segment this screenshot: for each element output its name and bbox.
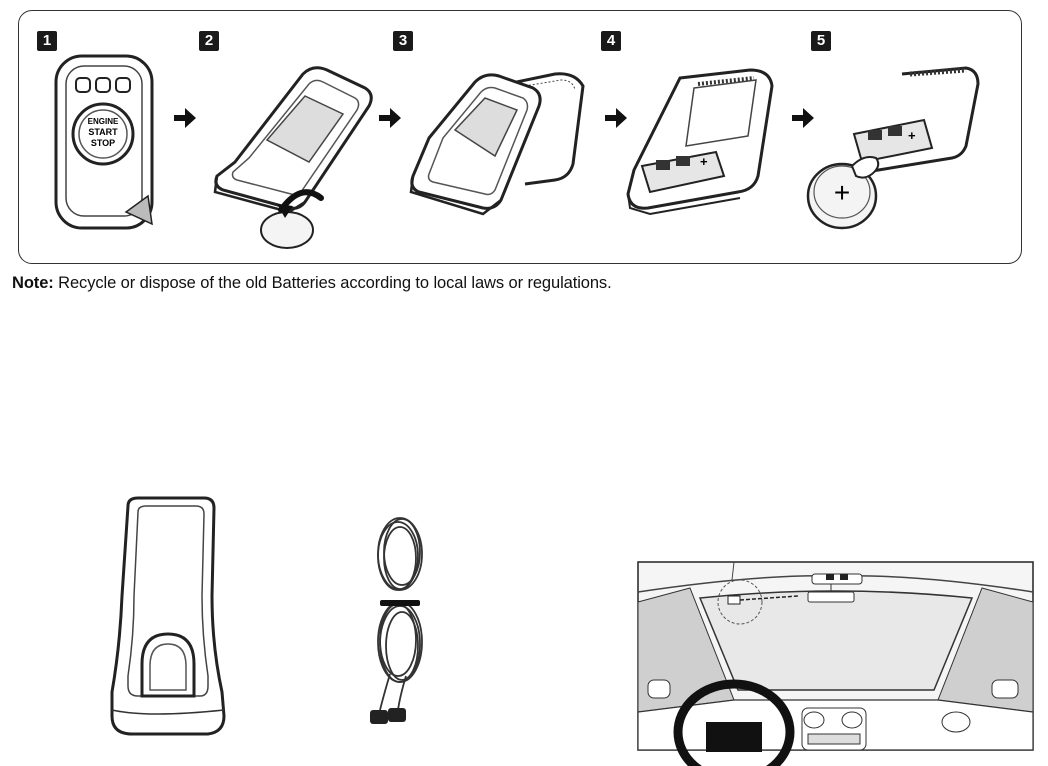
arrow-right-icon <box>172 106 198 130</box>
battery-plus-symbol-coin: + <box>834 177 850 208</box>
battery-plus-symbol: + <box>700 154 708 169</box>
remote-front-illustration: ENGINE START STOP <box>52 54 162 232</box>
remote-cover-removed-illustration <box>405 68 590 218</box>
step-number-1: 1 <box>37 31 57 51</box>
remote-button-stop-text: STOP <box>91 138 115 148</box>
remote-opening-illustration <box>205 62 380 252</box>
windshield-install-illustration <box>638 562 1034 752</box>
arrow-right-icon <box>377 106 403 130</box>
step-number-4: 4 <box>601 31 621 51</box>
step-number-2: 2 <box>199 31 219 51</box>
mount-bracket-illustration <box>108 496 228 756</box>
note-label: Note: <box>12 274 54 292</box>
battery-removed-illustration: + + <box>806 62 986 234</box>
remote-button-start-text: START <box>88 127 118 137</box>
battery-plus-symbol-tray: + <box>908 128 916 143</box>
note-text: Recycle or dispose of the old Batteries … <box>54 274 612 292</box>
step-number-5: 5 <box>811 31 831 51</box>
remote-button-engine-text: ENGINE <box>88 117 119 126</box>
step-number-3: 3 <box>393 31 413 51</box>
recycling-note: Note: Recycle or dispose of the old Batt… <box>12 274 612 293</box>
antenna-cable-illustration <box>360 514 440 736</box>
battery-compartment-illustration: + <box>620 66 780 226</box>
